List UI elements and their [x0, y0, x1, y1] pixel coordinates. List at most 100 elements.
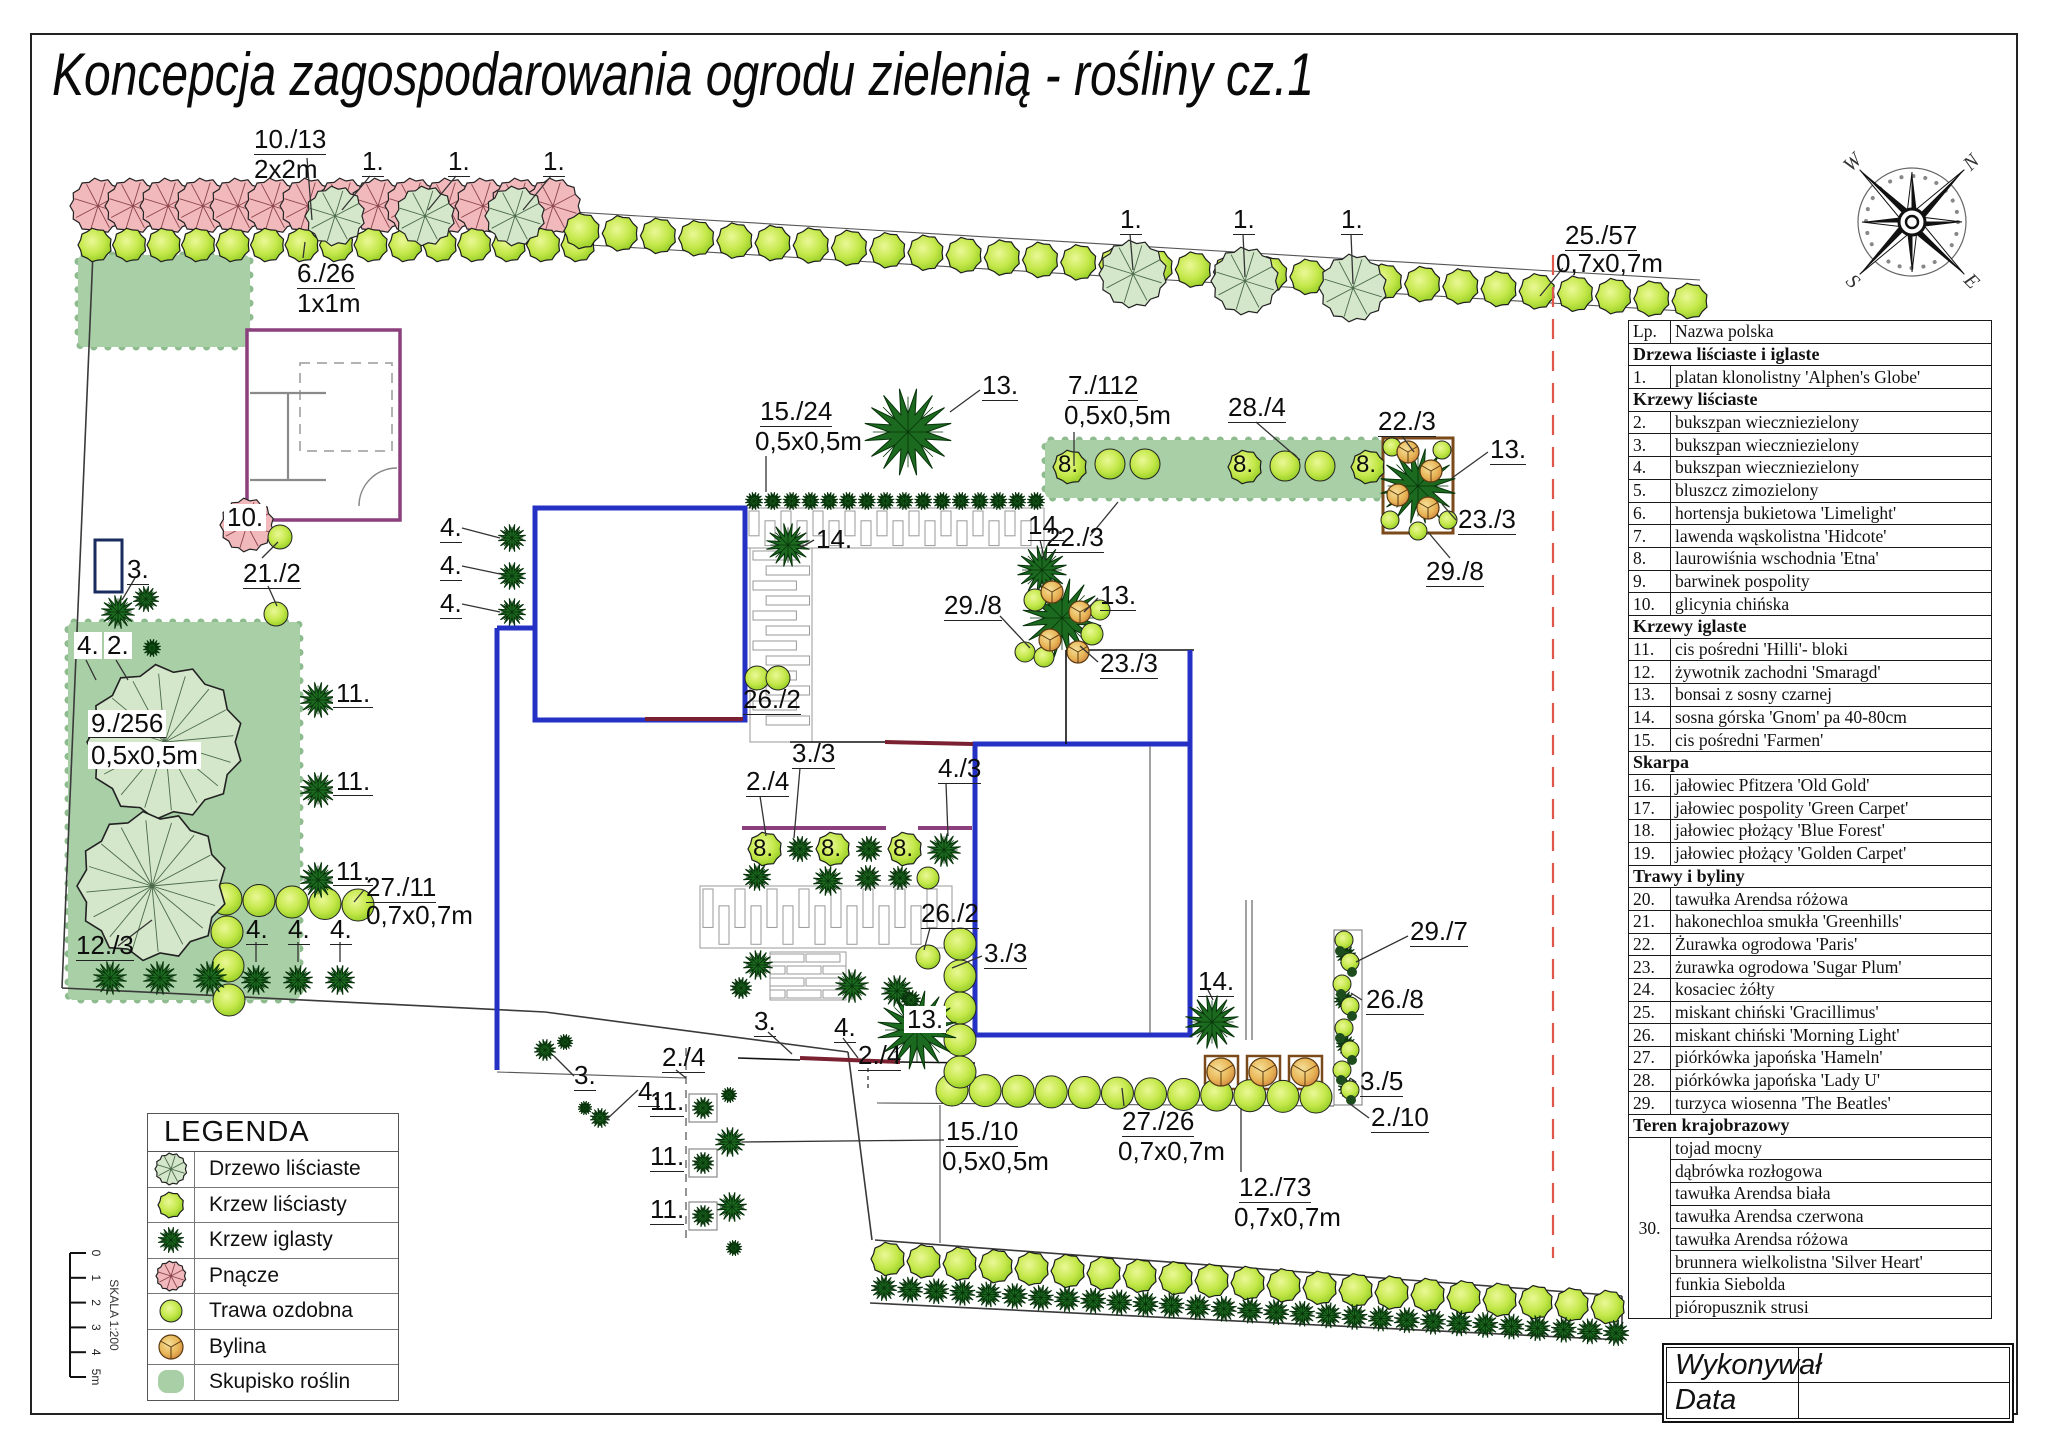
conifer-shrub-icon	[1185, 995, 1239, 1049]
legend-item: Skupisko roślin	[148, 1365, 398, 1400]
pavement	[699, 885, 953, 949]
table-cell-name: turzyca wiosenna 'The Beatles'	[1670, 1091, 1992, 1116]
groundcover-dot-icon	[1335, 946, 1345, 956]
conifer-shrub-icon	[1080, 1287, 1107, 1314]
deciduous-tree-icon	[394, 185, 455, 247]
conifer-shrub-icon	[93, 961, 127, 995]
plan-label: 4.	[440, 550, 462, 582]
ornamental-grass-icon	[242, 884, 276, 917]
conifer-shrub-icon	[726, 1240, 742, 1256]
table-cell-name: tawułka Arendsa różowa	[1670, 1227, 1992, 1252]
ornamental-grass-icon	[275, 885, 309, 919]
table-cell-lp: 25.	[1628, 1000, 1671, 1025]
perennial-icon	[1396, 440, 1420, 464]
deciduous-shrub-icon	[1518, 272, 1555, 310]
conifer-shrub-icon	[1106, 1289, 1133, 1316]
conifer-shrub-icon	[717, 1192, 747, 1222]
plan-label: 29./8	[1426, 556, 1484, 588]
conifer-shrub-icon	[839, 492, 857, 510]
legend-item: Trawa ozdobna	[148, 1294, 398, 1330]
ornamental-grass-icon	[267, 524, 293, 550]
deciduous-shrub-icon	[601, 215, 638, 252]
plan-label: 9./256	[88, 709, 167, 739]
table-cell-name: jałowiec pospolity 'Green Carpet'	[1670, 796, 1992, 821]
deciduous-shrub-icon	[1158, 1260, 1193, 1296]
deciduous-shrub-icon	[1594, 277, 1632, 315]
table-cell-lp: 26.	[1628, 1023, 1671, 1047]
page-title: Koncepcja zagospodarowania ogrodu zielen…	[52, 41, 1315, 108]
leader-lines	[85, 157, 1564, 1172]
ornamental-grass-icon	[148, 1294, 195, 1329]
table-cell-lp: 27.	[1628, 1046, 1671, 1070]
ornamental-grass-icon	[1129, 448, 1161, 480]
plant-cluster-icon	[148, 1365, 195, 1400]
table-cell-name: jałowiec płożący 'Blue Forest'	[1670, 819, 1992, 843]
table-cell-lp: 4.	[1628, 456, 1671, 480]
plan-label: 0,7x0,7m	[366, 900, 473, 930]
plan-label: 13.	[904, 1005, 947, 1034]
table-cell-lp: 5.	[1628, 478, 1671, 503]
climber-icon	[155, 1260, 187, 1292]
deciduous-shrub-icon	[1403, 265, 1441, 303]
conifer-shrub-icon	[1237, 1297, 1263, 1324]
deciduous-shrub-icon	[180, 227, 216, 263]
ornamental-grass-icon	[916, 866, 940, 890]
table-cell-name: tawułka Arendsa czerwona	[1670, 1204, 1992, 1229]
titleblock-value-data[interactable]	[1799, 1383, 2009, 1418]
titleblock-value-wykonywal[interactable]	[1799, 1348, 2009, 1383]
conifer-shrub-icon	[1341, 1304, 1368, 1330]
deciduous-shrub-icon	[1227, 449, 1262, 485]
deciduous-shrub-icon	[563, 212, 600, 250]
ornamental-grass-icon	[212, 983, 246, 1017]
deciduous-shrub-icon	[1014, 1251, 1049, 1286]
table-cell-name: żywotnik zachodni 'Smaragd'	[1670, 660, 1992, 684]
table-cell-lp: 12.	[1628, 660, 1671, 684]
conifer-shrub-icon	[534, 1039, 556, 1061]
deciduous-shrub-icon	[1086, 1256, 1121, 1291]
deciduous-shrub-icon	[111, 227, 147, 263]
table-section-header: Drzewa liściaste i iglaste	[1628, 342, 1992, 367]
conifer-shrub-icon	[1289, 1300, 1316, 1327]
perennial-icon	[1290, 1057, 1320, 1087]
conifer-shrub-icon	[1027, 1284, 1054, 1311]
plan-label: 26./2	[921, 898, 979, 930]
climber-icon	[148, 1258, 195, 1293]
deciduous-shrub-icon	[1174, 251, 1211, 288]
deciduous-shrub-icon	[1338, 1272, 1373, 1308]
conifer-shrub-icon	[782, 492, 801, 510]
table-section-header: Trawy i byliny	[1628, 864, 1992, 889]
table-cell-lp: 19.	[1628, 841, 1671, 866]
plan-label: 0,5x0,5m	[88, 741, 201, 770]
deciduous-tree-icon	[484, 185, 545, 247]
ornamental-grass-icon	[159, 1299, 183, 1323]
conifer-shrub-icon	[148, 1223, 195, 1258]
legend-item-label: Drzewo liściaste	[209, 1157, 361, 1181]
deciduous-shrub-icon	[747, 831, 782, 867]
deciduous-shrub-icon	[1633, 280, 1670, 317]
conifer-shrub-icon	[300, 862, 336, 898]
conifer-shrub-icon	[949, 1279, 976, 1306]
table-cell-lp: 2.	[1628, 410, 1671, 435]
plan-label: 3.	[574, 1060, 596, 1092]
table-cell-name: hakonechloa smukła 'Greenhills'	[1670, 909, 1992, 934]
ornamental-grass-icon	[1408, 521, 1428, 541]
plant-symbols	[69, 177, 1708, 1346]
perennial-icon	[1248, 1057, 1278, 1087]
perennial-icon	[1068, 600, 1092, 624]
plan-label: 8.	[1356, 451, 1377, 478]
deciduous-shrub-icon	[754, 224, 791, 262]
plan-label: 26./2	[743, 684, 801, 716]
ornamental-grass-icon	[765, 665, 791, 691]
plan-label: 13.	[1490, 434, 1527, 466]
ornamental-grass-icon	[1334, 930, 1354, 950]
titleblock-label-wykonywal: Wykonywał	[1667, 1348, 1822, 1383]
conifer-shrub-icon	[1210, 1295, 1237, 1322]
table-cell-name: miskant chiński 'Gracillimus'	[1670, 1000, 1992, 1025]
perennial-icon	[1038, 628, 1062, 652]
conifer-shrub-icon	[241, 965, 271, 995]
plan-label: 11.	[650, 1194, 685, 1226]
plan-label: 1.	[1233, 204, 1255, 236]
conifer-shrub-icon	[927, 833, 961, 867]
perennial-icon	[1419, 459, 1443, 483]
